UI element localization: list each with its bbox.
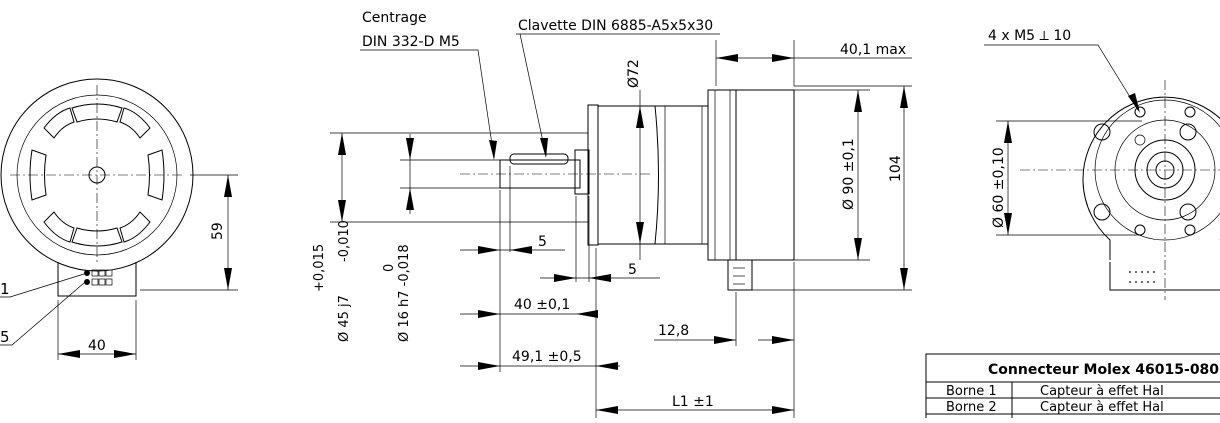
side-connector [727, 259, 753, 291]
key-slot [509, 153, 569, 165]
connector-tab [57, 262, 137, 297]
leader-label-5: 5 [0, 328, 10, 346]
dia60-label: Ø 60 ±0,10 [991, 147, 1007, 228]
shaft16-label: Ø 16 h7 -0,018 [397, 244, 412, 342]
front-housing [1082, 96, 1220, 260]
holes-label: 4 x M5 ⟂ 10 [988, 28, 1071, 44]
gear-body-2 [655, 105, 709, 245]
clavette-label: Clavette DIN 6885-A5x5x30 [518, 18, 713, 34]
dim12-8-label: 12,8 [658, 323, 689, 339]
connector-table-cell: Borne 2 [946, 400, 997, 415]
gear-body [597, 105, 659, 245]
front-connector-dots [1129, 271, 1155, 283]
height104-label: 104 [888, 155, 904, 182]
dia72-label: Ø72 [626, 59, 642, 88]
front-view: 4 x M5 ⟂ 10 Ø 60 ±0,10 [984, 28, 1220, 300]
rear-width-label: 40 [88, 338, 106, 354]
dim5b-label: 5 [628, 262, 637, 278]
dim40-label: 40 ±0,1 [514, 297, 570, 313]
shaft-dia-tol-top: +0,015 [312, 244, 327, 292]
connector-pins [84, 269, 113, 286]
rear-view: 1 5 40 59 [0, 78, 238, 360]
shaft-dia-label: Ø 45 j7 [337, 295, 352, 342]
dim49-1-label: 49,1 ±0,5 [512, 349, 582, 365]
connector-table-title: Connecteur Molex 46015-0806 [988, 362, 1220, 378]
dim5a-label: 5 [538, 234, 547, 250]
shaft-collar [574, 149, 590, 195]
centrage-label-line1: Centrage [362, 10, 427, 26]
max-length-label: 40,1 max [840, 42, 906, 58]
motor-body [707, 89, 737, 261]
shaft-dia-tol-bottom: -0,010 [337, 220, 352, 262]
centrage-label-line2: DIN 332-D M5 [362, 34, 460, 50]
shaft16-tol-top: 0 [382, 264, 397, 272]
connector-table-cell: Borne 1 [946, 384, 997, 399]
connector-table-cell: Capteur à effet Hal [1040, 384, 1164, 399]
dimL1-label: L1 ±1 [672, 394, 714, 410]
rear-height-label: 59 [210, 222, 226, 240]
connector-table: Connecteur Molex 46015-0806 Borne 1 Capt… [925, 353, 1220, 423]
motor-housing [735, 89, 795, 261]
cooling-slots [29, 103, 165, 247]
dia90-label: Ø 90 ±0,1 [841, 138, 857, 210]
leader-label-1: 1 [0, 280, 10, 298]
side-view: Centrage DIN 332-D M5 Clavette DIN 6885-… [312, 10, 912, 418]
mounting-holes [1093, 106, 1197, 236]
connector-table-cell: Capteur à effet Hal [1040, 400, 1164, 415]
